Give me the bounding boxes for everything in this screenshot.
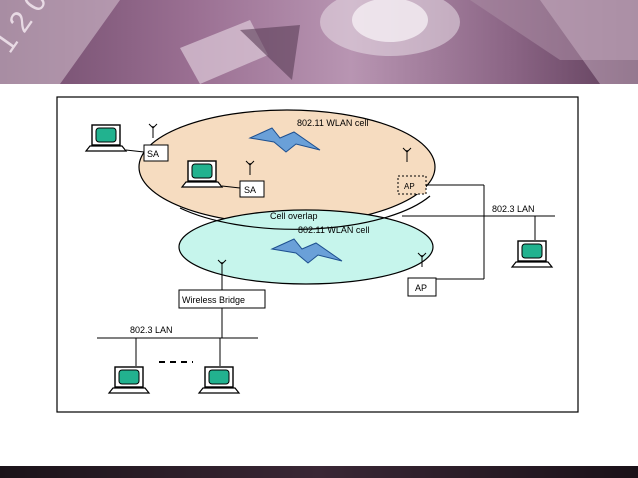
laptop-icon	[181, 160, 223, 188]
sa-label-2: SA	[244, 185, 256, 195]
cell-overlap-label: Cell overlap	[270, 211, 318, 221]
footer-banner	[0, 466, 638, 478]
ap-label: AP	[415, 283, 427, 293]
wireless-bridge-label: Wireless Bridge	[182, 295, 245, 305]
lan-bottom-label: 802.3 LAN	[130, 325, 173, 335]
banner-art: 1 2 0	[0, 0, 638, 84]
cell-top-label: 802.11 WLAN cell	[297, 118, 368, 128]
cell-bottom-label: 802.11 WLAN cell	[298, 225, 369, 235]
laptop-icon	[511, 240, 553, 268]
ap-box	[407, 277, 437, 297]
header-banner: 1 2 0	[0, 0, 638, 84]
sa-label-1: SA	[147, 149, 159, 159]
laptop-icon	[108, 366, 150, 394]
laptop-icon	[198, 366, 240, 394]
ap-dashed-label: AP	[404, 182, 415, 191]
sa-box-1	[143, 144, 169, 162]
sa-box-2	[239, 180, 265, 198]
wlan-cell-top	[138, 109, 436, 225]
lan-right-label: 802.3 LAN	[492, 204, 535, 214]
laptop-icon	[85, 124, 127, 152]
